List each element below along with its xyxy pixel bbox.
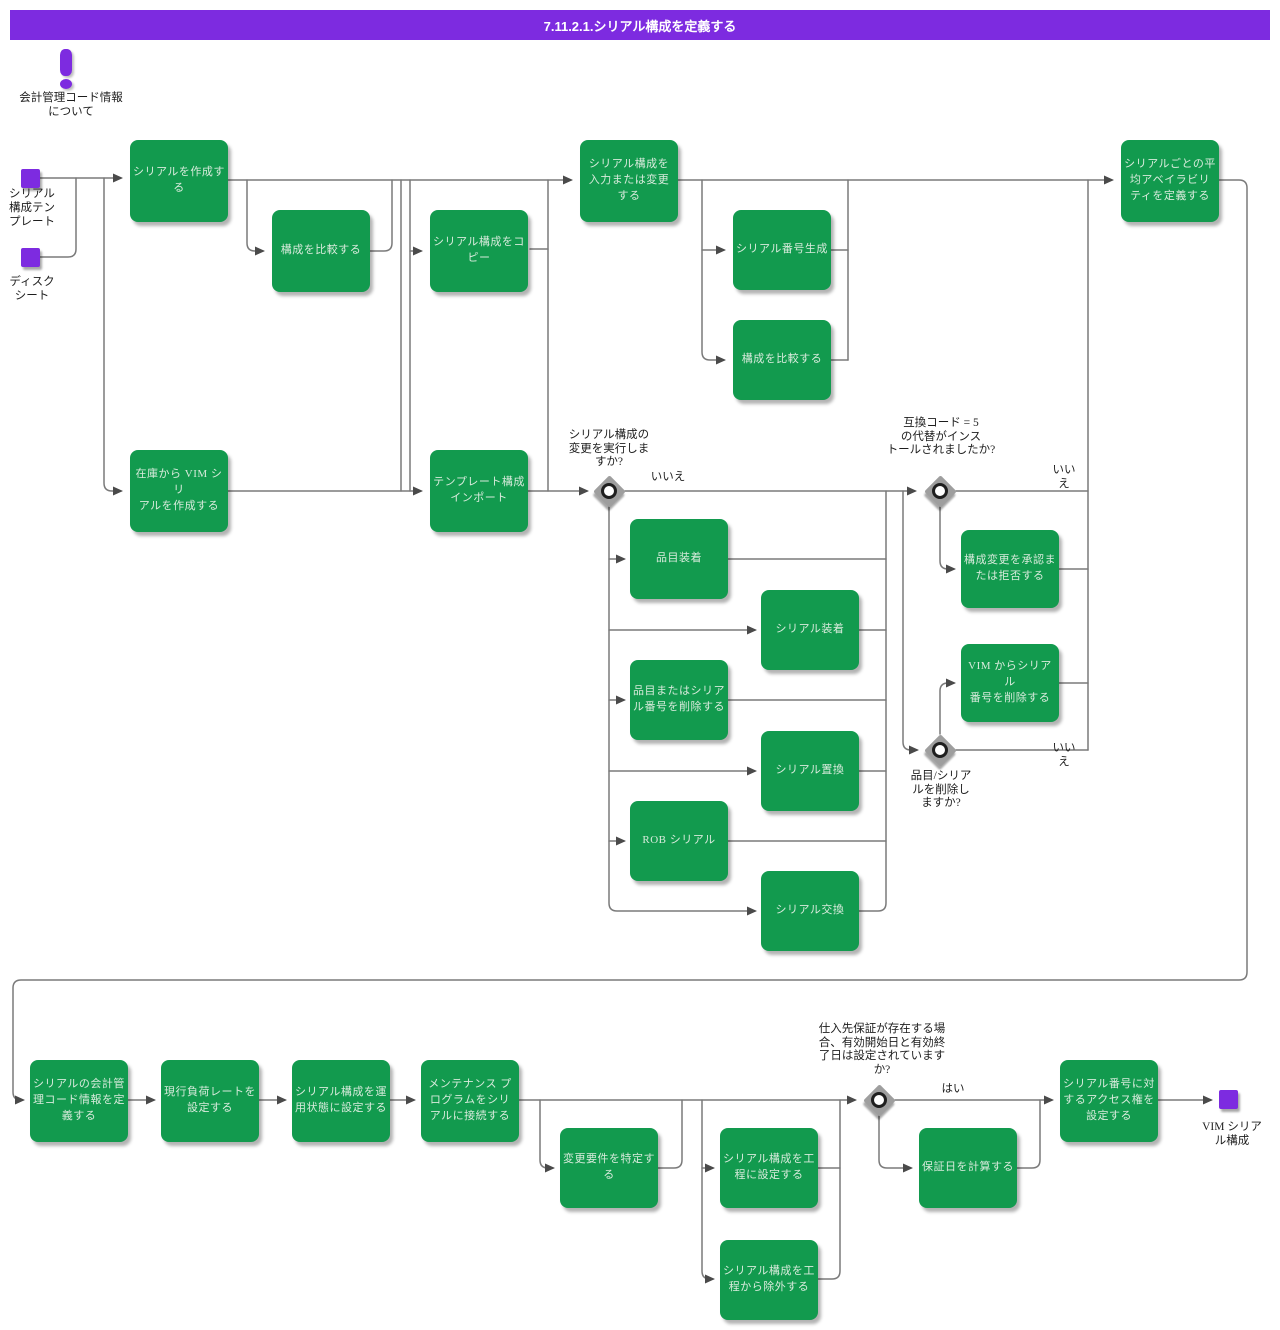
process-remove-item-or-serial[interactable]: 品目またはシリア ル番号を削除する: [630, 660, 728, 740]
process-label: シリアル交換: [775, 904, 845, 917]
process-set-current-load-rate[interactable]: 現行負荷レートを 設定する: [161, 1060, 259, 1142]
page-title: 7.11.2.1.シリアル構成を定義する: [10, 10, 1270, 40]
process-identify-change-requirements[interactable]: 変更要件を特定す る: [560, 1128, 658, 1208]
start-node-disk-sheet: [21, 248, 40, 267]
gateway-circle-icon: [871, 1092, 887, 1108]
decision-question: シリアル構成の 変更を実行しま すか?: [568, 429, 650, 469]
process-label: シリアル番号生成: [736, 243, 828, 256]
gateway-circle-icon: [932, 483, 948, 499]
end-node-label: VIM シリア ル構成: [1202, 1121, 1262, 1148]
accounting-note-link[interactable]: 会計管理コード情報 について: [19, 92, 123, 118]
process-label: シリアル番号に対 するアクセス権を 設定する: [1063, 1078, 1155, 1122]
branch-label-no: いいえ: [650, 471, 686, 483]
process-create-vim-serial-from-stock[interactable]: 在庫から VIM シリ アルを作成する: [130, 450, 228, 532]
process-copy-serial-config[interactable]: シリアル構成をコ ピー: [430, 210, 528, 292]
process-label: 変更要件を特定す る: [563, 1153, 655, 1181]
process-item-attach[interactable]: 品目装着: [630, 519, 728, 599]
process-delete-serial-from-vim[interactable]: VIM からシリアル 番号を削除する: [961, 644, 1059, 722]
process-connect-maintenance-program[interactable]: メンテナンス プ ログラムをシリ アルに接続する: [421, 1060, 519, 1142]
process-label: シリアル構成を 入力または変更 する: [588, 158, 670, 202]
process-set-config-operational[interactable]: シリアル構成を運 用状態に設定する: [292, 1060, 390, 1142]
process-label: シリアル構成を工 程から除外する: [723, 1265, 815, 1293]
process-label: シリアルごとの平 均アベイラビリ ティを定義する: [1124, 158, 1216, 202]
gateway-circle-icon: [601, 483, 617, 499]
process-rob-serial[interactable]: ROB シリアル: [630, 801, 728, 881]
process-label: 構成を比較する: [280, 244, 362, 257]
branch-label-no: いい え: [1052, 742, 1076, 768]
start-node-label: ディスク シート: [9, 276, 55, 303]
process-label: シリアル構成をコ ピー: [433, 236, 525, 264]
decision-question: 品目/シリア ルを削除し ますか?: [910, 770, 972, 810]
process-define-avg-availability[interactable]: シリアルごとの平 均アベイラビリ ティを定義する: [1121, 140, 1219, 222]
decision-delete-item-serial-gateway: [923, 733, 957, 767]
process-label: シリアル装着: [775, 623, 845, 636]
process-compare-config-mid[interactable]: 構成を比較する: [733, 320, 831, 400]
decision-warranty-dates-gateway: [862, 1083, 896, 1117]
branch-label-yes: はい: [941, 1083, 965, 1095]
process-import-template-config[interactable]: テンプレート構成 インポート: [430, 450, 528, 532]
process-approve-or-reject-change[interactable]: 構成変更を承認ま たは拒否する: [961, 530, 1059, 608]
process-label: 現行負荷レートを 設定する: [164, 1086, 256, 1114]
decision-question: 仕入先保証が存在する場 合、有効開始日と有効終 了日は設定されています か?: [818, 1023, 946, 1076]
note-exclamation-icon[interactable]: [60, 49, 73, 89]
process-label: VIM からシリアル 番号を削除する: [968, 660, 1052, 704]
end-node-vim-serial-config: [1219, 1090, 1238, 1109]
process-label: 保証日を計算する: [922, 1161, 1014, 1174]
exclamation-bar: [60, 49, 72, 76]
decision-question: 互換コード = 5 の代替がインス トールされましたか?: [886, 417, 996, 457]
process-label: 構成変更を承認ま たは拒否する: [964, 554, 1056, 582]
process-label: 品目装着: [656, 552, 702, 565]
process-label: シリアル置換: [775, 764, 845, 777]
process-label: 品目またはシリア ル番号を削除する: [633, 685, 725, 713]
process-label: テンプレート構成 インポート: [433, 476, 525, 504]
process-exclude-config-from-process[interactable]: シリアル構成を工 程から除外する: [720, 1240, 818, 1320]
process-compare-config-top[interactable]: 構成を比較する: [272, 210, 370, 292]
process-label: 構成を比較する: [741, 353, 823, 366]
exclamation-dot: [60, 79, 72, 89]
process-define-serial-accounting[interactable]: シリアルの会計管 理コード情報を定 義する: [30, 1060, 128, 1142]
process-set-config-to-process[interactable]: シリアル構成を工 程に設定する: [720, 1128, 818, 1208]
process-label: シリアルの会計管 理コード情報を定 義する: [33, 1078, 125, 1122]
process-serial-replace[interactable]: シリアル置換: [761, 731, 859, 811]
process-label: シリアルを作成す る: [133, 166, 225, 194]
process-label: 在庫から VIM シリ アルを作成する: [135, 468, 223, 512]
decision-substitute-installed-gateway: [923, 474, 957, 508]
process-label: メンテナンス プ ログラムをシリ アルに接続する: [428, 1078, 512, 1122]
process-calculate-warranty-dates[interactable]: 保証日を計算する: [919, 1128, 1017, 1208]
process-label: シリアル構成を工 程に設定する: [723, 1153, 815, 1181]
process-serial-attach[interactable]: シリアル装着: [761, 590, 859, 670]
decision-execute-change-gateway: [592, 474, 626, 508]
gateway-circle-icon: [932, 742, 948, 758]
branch-label-no: いい え: [1052, 464, 1076, 490]
process-create-serial[interactable]: シリアルを作成す る: [130, 140, 228, 222]
process-serial-exchange[interactable]: シリアル交換: [761, 871, 859, 951]
start-node-label: シリアル 構成テン プレート: [9, 188, 55, 229]
process-label: ROB シリアル: [642, 834, 716, 847]
process-generate-serial-number[interactable]: シリアル番号生成: [733, 210, 831, 290]
process-set-serial-access-rights[interactable]: シリアル番号に対 するアクセス権を 設定する: [1060, 1060, 1158, 1142]
process-label: シリアル構成を運 用状態に設定する: [295, 1086, 387, 1114]
start-node-serial-config-template: [21, 169, 40, 188]
process-enter-or-change-config[interactable]: シリアル構成を 入力または変更 する: [580, 140, 678, 222]
